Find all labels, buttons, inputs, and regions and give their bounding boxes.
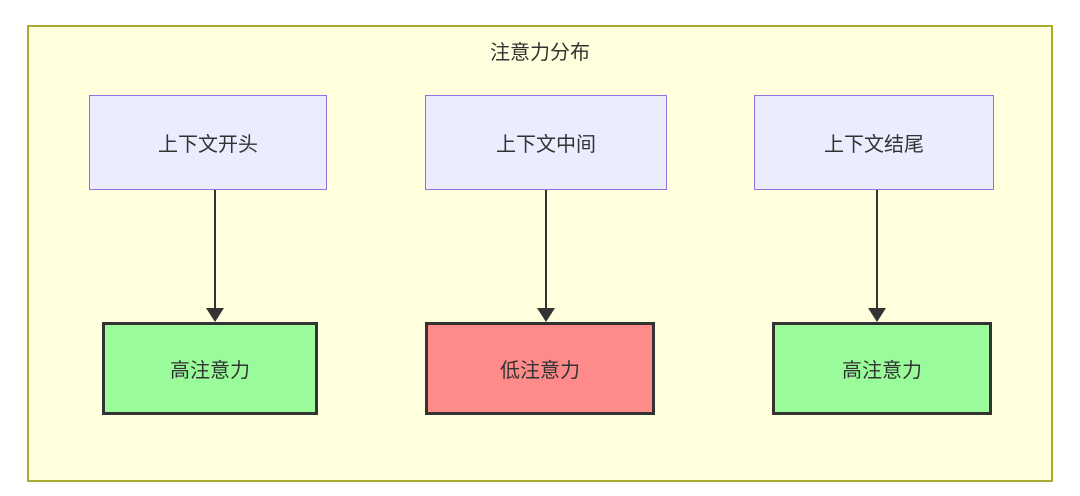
diagram-title: 注意力分布 [490, 42, 590, 64]
node-context-end-label: 上下文结尾 [824, 134, 924, 156]
arrow-connector-start [206, 190, 224, 322]
node-context-middle-label: 上下文中间 [496, 134, 596, 156]
arrowhead-down-icon [206, 308, 224, 322]
arrow-line [214, 190, 216, 308]
arrow-line [545, 190, 547, 308]
arrow-connector-end [868, 190, 886, 322]
node-high-attention-1-label: 高注意力 [170, 360, 250, 382]
node-high-attention-2-label: 高注意力 [842, 360, 922, 382]
node-low-attention: 低注意力 [425, 322, 655, 415]
arrowhead-down-icon [537, 308, 555, 322]
arrow-line [876, 190, 878, 308]
node-high-attention-1: 高注意力 [102, 322, 318, 415]
arrowhead-down-icon [868, 308, 886, 322]
node-context-start: 上下文开头 [89, 95, 327, 190]
node-high-attention-2: 高注意力 [772, 322, 992, 415]
attention-distribution-container: 注意力分布 上下文开头 上下文中间 上下文结尾 高注意力 低注意力 [27, 25, 1053, 482]
node-context-end: 上下文结尾 [754, 95, 994, 190]
arrow-connector-middle [537, 190, 555, 322]
node-context-start-label: 上下文开头 [158, 134, 258, 156]
node-low-attention-label: 低注意力 [500, 360, 580, 382]
node-context-middle: 上下文中间 [425, 95, 667, 190]
